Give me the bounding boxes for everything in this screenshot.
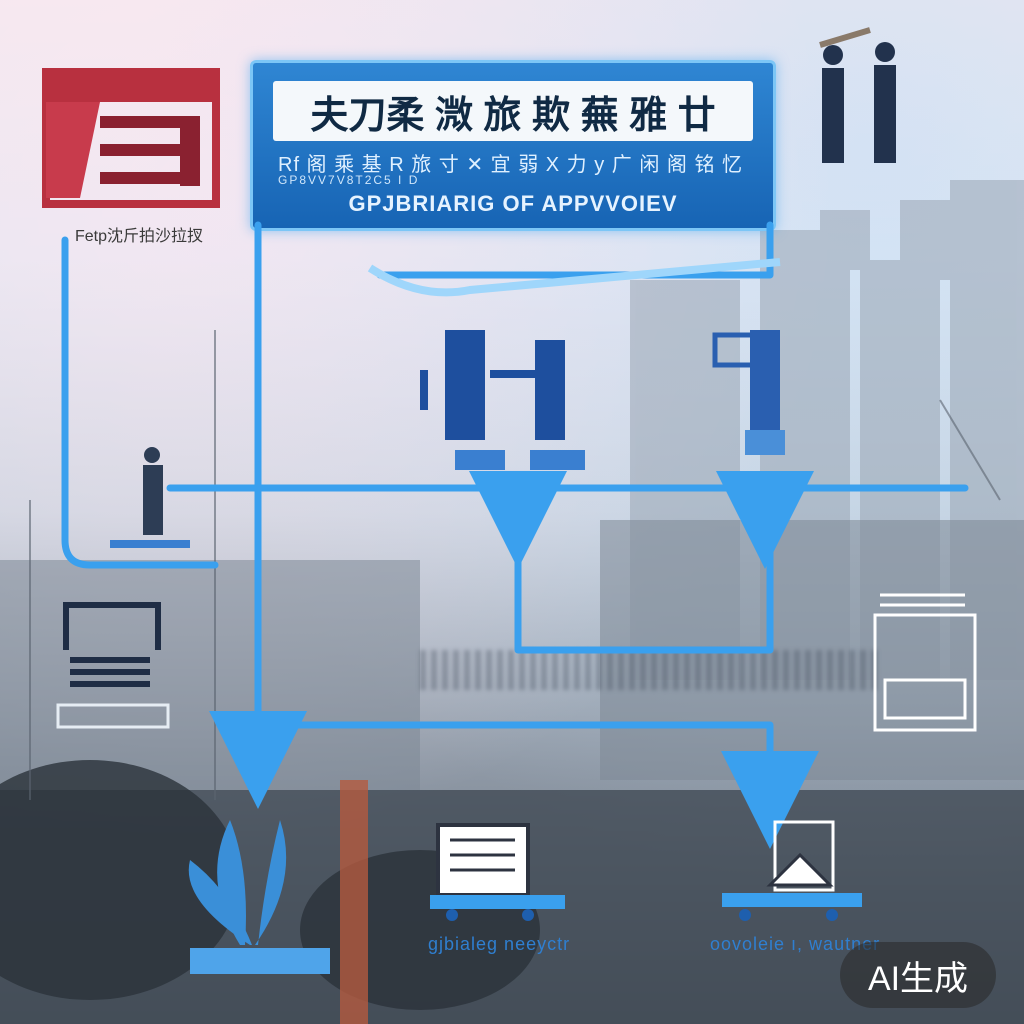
handshake-people-icon [819, 27, 896, 163]
cart-icon-left [430, 823, 565, 921]
feedback-loop-connector [514, 484, 774, 654]
caption-left: gjbialeg neeyctr [428, 934, 571, 954]
banner-title: 夫刀柔 溦 旅 欺 蕪 雅 廿 [273, 81, 753, 141]
left-loop-connector [61, 236, 219, 569]
bottom-right-connector [254, 721, 819, 849]
person-small-icon [110, 447, 190, 548]
red-logo-emblem [42, 68, 220, 208]
workers-group-icon [420, 330, 585, 470]
blurred-background-text [420, 650, 880, 690]
banner-small-text: GP8VV7V8T2C5 I D [278, 173, 420, 187]
caption-right: oovoleie ı, wautner [710, 934, 881, 954]
banner-english-title: GPJBRIARIG OF APPVVOIEV [348, 191, 678, 216]
banner-right-connector [376, 221, 774, 279]
scroll-ribbon [367, 258, 781, 297]
title-banner: 夫刀柔 溦 旅 欺 蕪 雅 廿 Rf 阁 乘 基 R 旅 寸 ✕ 宜 弱 X 力… [250, 60, 776, 231]
plant-icon [188, 820, 330, 974]
banner-subtitle: Rf 阁 乘 基 R 旅 寸 ✕ 宜 弱 X 力 y 广 闲 阁 铭 忆 伢 .… [278, 154, 748, 176]
ai-generated-badge: AI生成 [840, 942, 996, 1008]
document-icon-right [873, 593, 977, 732]
logo-caption: Fetp沈斤拍沙拉扠 [75, 228, 204, 245]
document-icon-left [56, 602, 170, 729]
cart-icon-right [722, 820, 862, 921]
presenter-icon [712, 330, 785, 455]
